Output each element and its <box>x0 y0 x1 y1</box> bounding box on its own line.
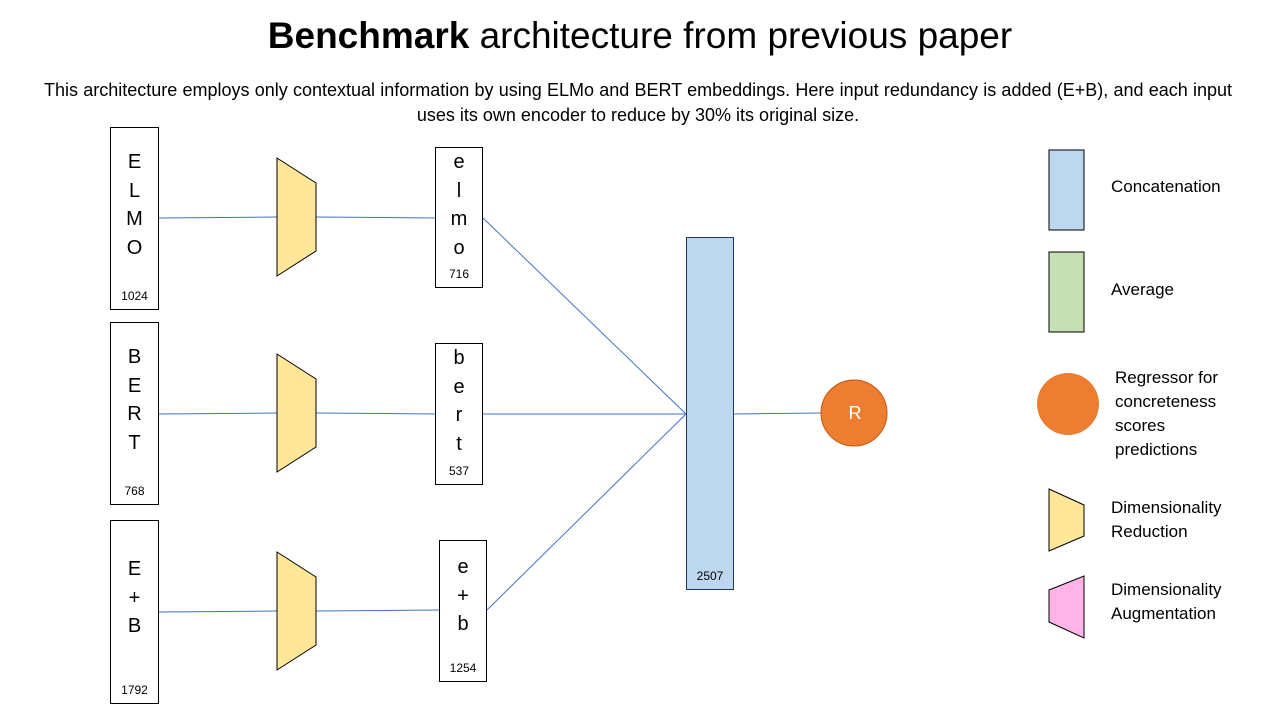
encoded-size-bert: 537 <box>448 464 470 478</box>
connector-concat-regressor <box>733 412 822 415</box>
description: This architecture employs only contextua… <box>44 80 1232 125</box>
title-bold: Benchmark <box>267 15 470 56</box>
legend-average-swatch <box>1048 251 1085 333</box>
input-label-elmo: E L M O <box>126 151 143 259</box>
legend-reduction-swatch <box>1048 488 1085 552</box>
encoder-bert <box>276 353 317 473</box>
encoded-size-eb: 1254 <box>449 661 477 675</box>
input-size-eb: 1792 <box>121 683 148 697</box>
input-box-bert: B E R T 768 <box>110 322 159 505</box>
connector-lines <box>158 216 822 613</box>
legend-regressor-swatch <box>1037 373 1099 435</box>
legend-augmentation-swatch <box>1048 575 1085 639</box>
legend-reduction-label: Dimensionality Reduction <box>1111 498 1222 541</box>
page-title: Benchmark architecture from previous pap… <box>0 14 1280 58</box>
legend-regressor-label: Regressor for concreteness scores predic… <box>1115 368 1218 459</box>
connector-bert-in <box>158 412 279 415</box>
encoded-label-elmo: e l m o <box>450 151 468 259</box>
legend-concatenation-label: Concatenation <box>1111 177 1221 196</box>
legend-concatenation-swatch <box>1048 149 1085 231</box>
connector-elmo-out <box>315 216 437 219</box>
concatenation-layer: 2507 <box>686 237 734 590</box>
encoded-label-bert: b e r t <box>453 347 465 455</box>
title-rest: architecture from previous paper <box>469 15 1013 56</box>
encoder-elmo <box>276 157 317 277</box>
legend-augmentation-label: Dimensionality Augmentation <box>1111 580 1222 623</box>
encoded-box-eb: e + b 1254 <box>439 540 487 682</box>
legend-average-label: Average <box>1111 280 1175 299</box>
encoded-label-eb: e + b <box>457 556 469 635</box>
concatenation-size: 2507 <box>696 569 724 583</box>
input-size-bert: 768 <box>124 484 145 498</box>
input-label-eb: E + B <box>127 558 142 637</box>
connector-elmo-concat <box>482 217 687 415</box>
regressor-node <box>820 379 888 447</box>
input-size-elmo: 1024 <box>121 289 148 303</box>
connector-bert-out <box>315 412 437 415</box>
input-label-bert: B E R T <box>127 346 142 454</box>
connector-elmo-in <box>158 216 279 219</box>
connector-eb-out <box>315 609 441 612</box>
encoded-size-elmo: 716 <box>448 267 470 281</box>
encoded-box-elmo: e l m o 716 <box>435 147 483 288</box>
encoded-box-bert: b e r t 537 <box>435 343 483 485</box>
connector-eb-concat <box>486 413 687 611</box>
input-box-elmo: E L M O 1024 <box>110 127 159 310</box>
encoder-eb <box>276 551 317 671</box>
connector-eb-in <box>158 610 279 613</box>
regressor-label: R <box>848 403 862 423</box>
input-box-eb: E + B 1792 <box>110 520 159 704</box>
